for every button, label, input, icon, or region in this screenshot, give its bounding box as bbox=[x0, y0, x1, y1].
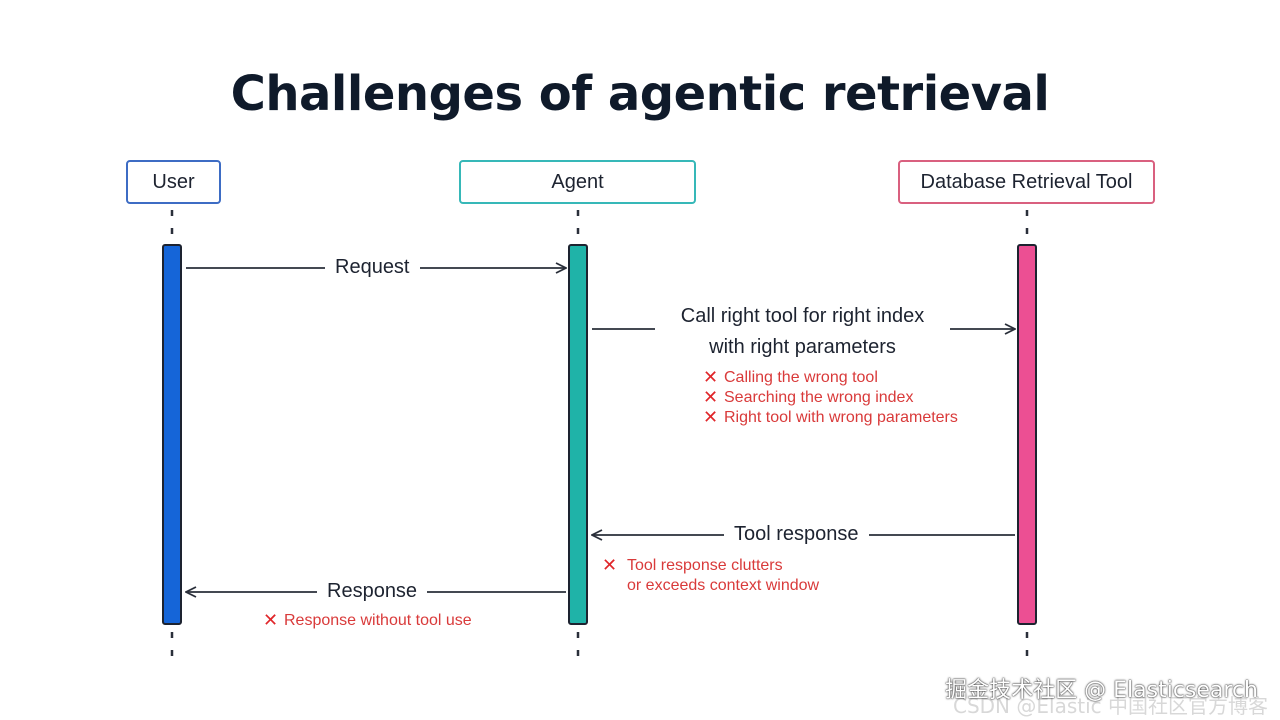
actor-agent: Agent bbox=[459, 160, 696, 204]
error-item: ✕ Right tool with wrong parameters bbox=[703, 407, 958, 428]
error-x-icon: ✕ bbox=[703, 387, 719, 408]
activation-bar-user bbox=[162, 244, 182, 625]
error-tool-response-line2: or exceeds context window bbox=[627, 577, 820, 594]
label-call-tool-line1: Call right tool for right index bbox=[680, 305, 925, 327]
label-tool-response: Tool response bbox=[724, 523, 869, 546]
watermark-csdn: CSDN @Elastic 中国社区官方博客 bbox=[953, 694, 1268, 718]
error-item: ✕ Response without tool use bbox=[263, 610, 472, 631]
error-item: ✕ Calling the wrong tool bbox=[703, 367, 878, 388]
activation-bar-tool bbox=[1017, 244, 1037, 625]
error-x-icon: ✕ bbox=[602, 555, 618, 576]
diagram-title: Challenges of agentic retrieval bbox=[230, 66, 1050, 122]
errors-response: ✕ Response without tool use bbox=[263, 611, 472, 631]
watermark-juejin: 掘金技术社区 @ Elasticsearch bbox=[945, 678, 1258, 703]
label-request: Request bbox=[325, 256, 420, 279]
error-item: ✕ Tool response clutters or exceeds cont… bbox=[602, 556, 819, 596]
actor-user: User bbox=[126, 160, 221, 204]
label-response: Response bbox=[317, 580, 428, 603]
errors-call-tool: ✕ Calling the wrong tool ✕ Searching the… bbox=[703, 368, 958, 428]
error-tool-response-line1: Tool response clutters bbox=[627, 557, 783, 574]
error-x-icon: ✕ bbox=[703, 367, 719, 388]
label-call-tool-line2: with right parameters bbox=[709, 336, 896, 358]
label-call-tool: Call right tool for right index with rig… bbox=[655, 301, 950, 363]
activation-bar-agent bbox=[568, 244, 588, 625]
error-x-icon: ✕ bbox=[703, 407, 719, 428]
error-item: ✕ Searching the wrong index bbox=[703, 387, 914, 408]
actor-tool: Database Retrieval Tool bbox=[898, 160, 1155, 204]
errors-tool-response: ✕ Tool response clutters or exceeds cont… bbox=[602, 556, 819, 596]
error-x-icon: ✕ bbox=[263, 610, 279, 631]
